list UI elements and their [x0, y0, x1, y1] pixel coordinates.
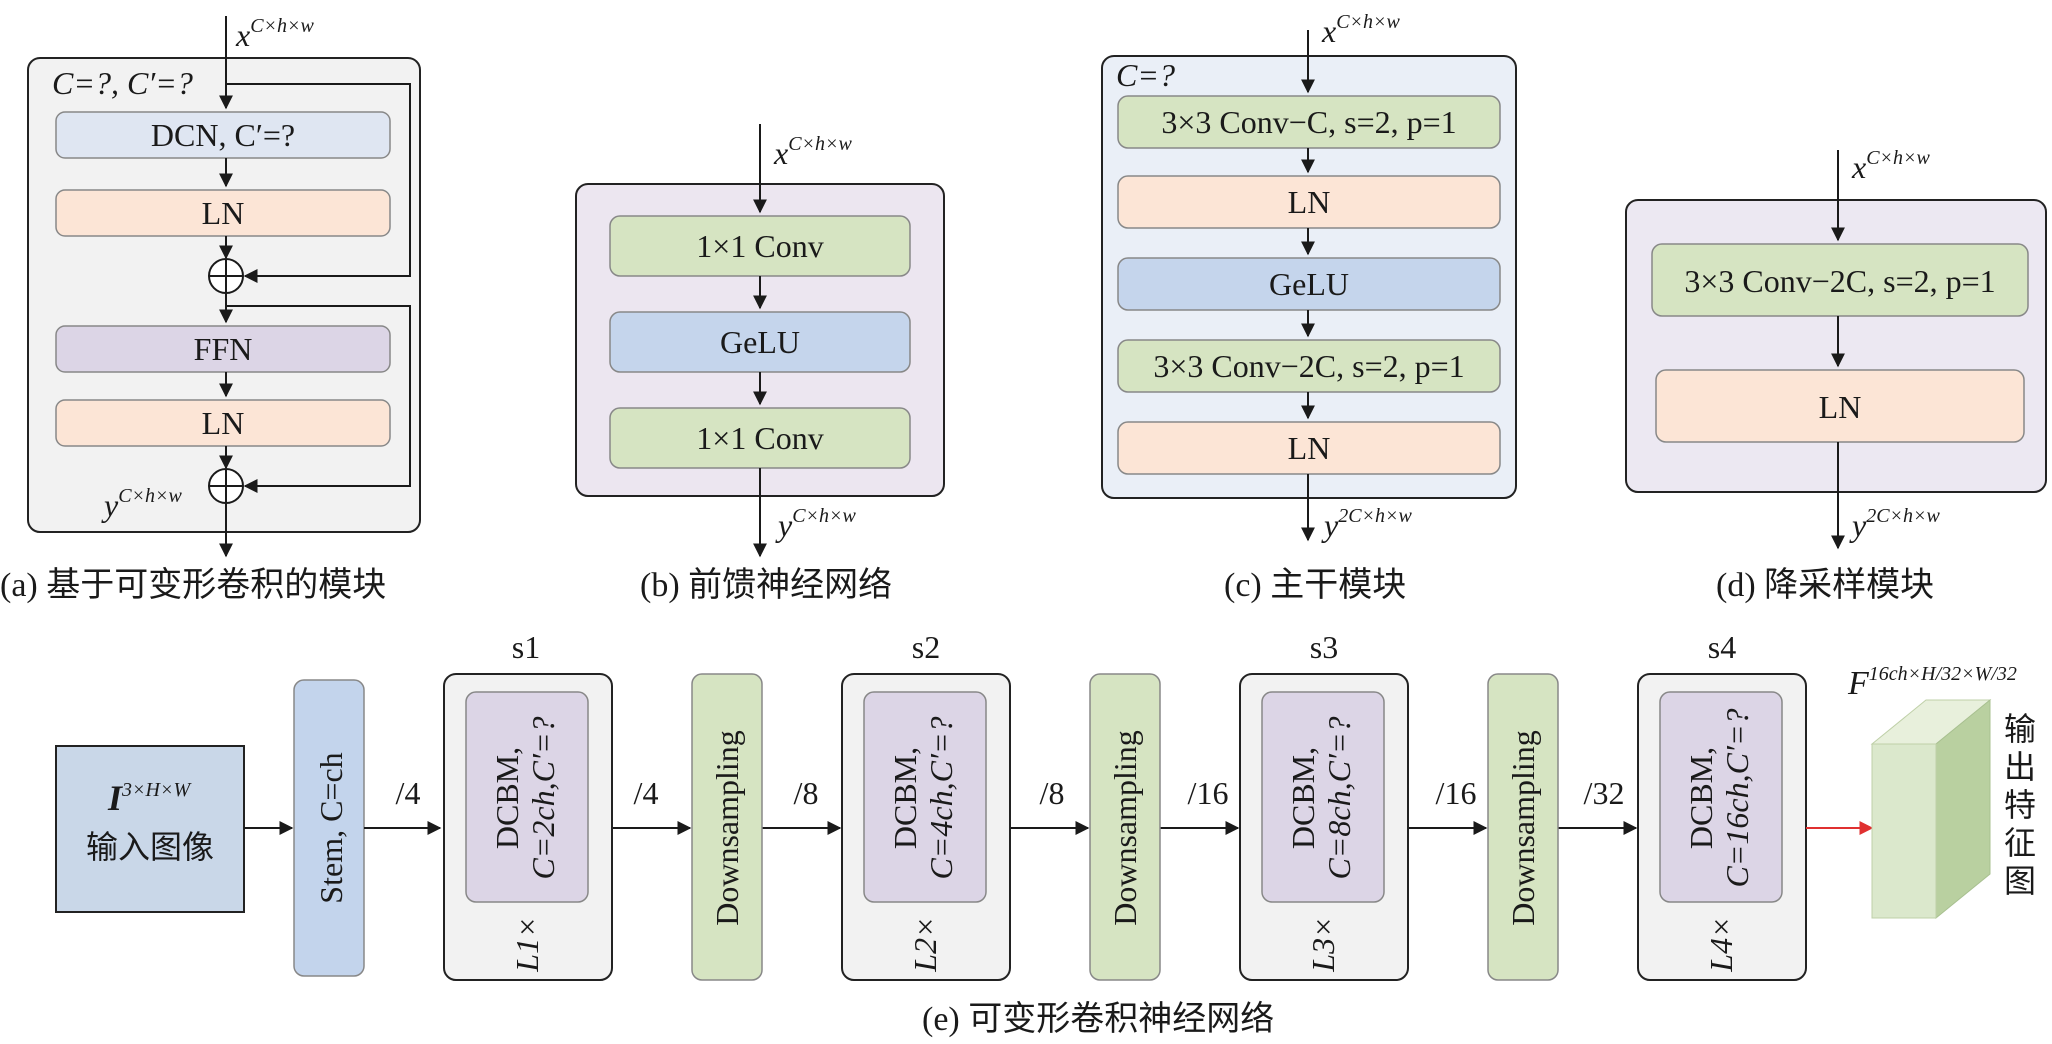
- output-symbol: F16ch×H/32×W/32: [1847, 663, 2017, 702]
- panel-d-conv-block: [1651, 243, 2029, 317]
- panel-c-input-label: xC×h×w: [1321, 11, 1401, 49]
- stage-s2-line1: DCBM,: [887, 747, 923, 849]
- downsampling-block-3: [1487, 673, 1559, 981]
- input-image-box: [55, 745, 245, 913]
- stage-s2-repeat: L2×: [907, 916, 943, 972]
- panel-d-output-label: y2C×h×w: [1849, 505, 1941, 543]
- input-image-label: 输入图像: [86, 829, 214, 865]
- stage-name-s3: s3: [1310, 629, 1338, 665]
- downsampling-block-1: [691, 673, 763, 981]
- output-label-char-1: 输: [2004, 711, 2036, 747]
- output-label-char-2: 出: [2004, 749, 2036, 785]
- panel-a-dcn-label: DCN, C′=?: [151, 117, 295, 153]
- stage-s2-dcbm-block: [863, 691, 987, 903]
- panel-d-downsampling: xC×h×w 3×3 Conv−2C, s=2, p=1 LN y2C×h×w …: [1625, 147, 2047, 604]
- stage-s2-line2: C=4ch,C′=?: [923, 716, 959, 879]
- panel-a-ffn-label: FFN: [194, 331, 253, 367]
- panel-c-conv-label-2: 3×3 Conv−2C, s=2, p=1: [1153, 348, 1464, 384]
- panel-b-ffn: xC×h×w 1×1 Conv GeLU 1×1 Conv yC×h×w (b)…: [575, 124, 945, 604]
- panel-b-conv-label-1: 1×1 Conv: [696, 228, 823, 264]
- panel-b-caption: (b) 前馈神经网络: [640, 566, 892, 604]
- panel-b-output-label: yC×h×w: [775, 505, 857, 543]
- panel-a-ln-block-1: [55, 189, 391, 237]
- output-label-char-5: 图: [2004, 863, 2036, 899]
- stage-s4-line2: C=16ch,C′=?: [1719, 708, 1755, 887]
- stage-name-s2: s2: [912, 629, 940, 665]
- panel-c-params: C=?: [1116, 57, 1175, 93]
- panel-c-output-label: y2C×h×w: [1321, 505, 1413, 543]
- panel-c-ln-label-2: LN: [1288, 430, 1331, 466]
- panel-d-conv-label: 3×3 Conv−2C, s=2, p=1: [1684, 263, 1995, 299]
- input-image-symbol: I3×H×W: [107, 778, 192, 818]
- stage-s1-repeat: L1×: [509, 916, 545, 972]
- output-label-char-4: 征: [2004, 825, 2036, 861]
- panel-d-ln-label: LN: [1819, 389, 1862, 425]
- panel-a-add-icon-2: [208, 468, 244, 504]
- panel-c-backbone: xC×h×w C=? 3×3 Conv−C, s=2, p=1 LN GeLU …: [1101, 11, 1517, 604]
- panel-a-params: C=?, C′=?: [52, 65, 193, 101]
- panel-a-dcn-module: xC×h×w C=?, C′=? DCN, C′=? LN FFN LN yC×…: [0, 15, 421, 604]
- output-feature-map: [1870, 698, 1992, 920]
- downsampling-label-3: Downsampling: [1505, 730, 1541, 926]
- panel-a-ln-block-2: [55, 399, 391, 447]
- panel-c-gelu-label: GeLU: [1269, 266, 1349, 302]
- stem-label: Stem, C=ch: [313, 752, 349, 903]
- panel-c-conv-label-1: 3×3 Conv−C, s=2, p=1: [1161, 104, 1456, 140]
- panel-d-caption: (d) 降采样模块: [1716, 566, 1934, 604]
- stage-s3-dcbm-block: [1261, 691, 1385, 903]
- panel-d-ln-block: [1655, 369, 2025, 443]
- stage-s4-dcbm-block: [1659, 691, 1783, 903]
- stage-s3-line1: DCBM,: [1285, 747, 1321, 849]
- panel-b-gelu-label: GeLU: [720, 324, 800, 360]
- stage-s3-repeat: L3×: [1305, 916, 1341, 972]
- panel-b-input-label: xC×h×w: [773, 133, 853, 171]
- stage-s1-line2: C=2ch,C′=?: [525, 716, 561, 879]
- downsampling-label-1: Downsampling: [709, 730, 745, 926]
- stride-label-6: /16: [1436, 775, 1477, 811]
- stage-s1-dcbm-block: [465, 691, 589, 903]
- panel-e-network: I3×H×W 输入图像 Stem, C=ch /4 /4 /8 /8 /16 /…: [55, 629, 2036, 1038]
- panel-a-dcn-block: [55, 111, 391, 159]
- panel-c-caption: (c) 主干模块: [1224, 566, 1406, 604]
- stage-name-s4: s4: [1708, 629, 1736, 665]
- stage-s3-line2: C=8ch,C′=?: [1321, 716, 1357, 879]
- output-label-char-3: 特: [2004, 787, 2036, 823]
- downsampling-block-2: [1089, 673, 1161, 981]
- stride-label-1: /4: [396, 775, 421, 811]
- panel-a-add-icon-1: [208, 258, 244, 294]
- stage-s4-line1: DCBM,: [1683, 747, 1719, 849]
- stride-label-7: /32: [1584, 775, 1625, 811]
- panel-d-input-label: xC×h×w: [1851, 147, 1931, 185]
- panel-a-ffn-block: [55, 325, 391, 373]
- panel-a-output-label: yC×h×w: [101, 485, 183, 523]
- panel-e-caption: (e) 可变形卷积神经网络: [922, 1000, 1274, 1038]
- stride-label-5: /16: [1188, 775, 1229, 811]
- stride-label-2: /4: [634, 775, 659, 811]
- panel-b-conv-label-2: 1×1 Conv: [696, 420, 823, 456]
- panel-a-ln-label-2: LN: [202, 405, 245, 441]
- stride-label-3: /8: [794, 775, 819, 811]
- panel-c-ln-label-1: LN: [1288, 184, 1331, 220]
- stage-s1-line1: DCBM,: [489, 747, 525, 849]
- stage-s4-repeat: L4×: [1703, 916, 1739, 972]
- panel-a-ln-label-1: LN: [202, 195, 245, 231]
- panel-a-caption: (a) 基于可变形卷积的模块: [0, 566, 386, 604]
- stride-label-4: /8: [1040, 775, 1065, 811]
- stage-name-s1: s1: [512, 629, 540, 665]
- panel-a-input-label: xC×h×w: [235, 15, 315, 53]
- downsampling-label-2: Downsampling: [1107, 730, 1143, 926]
